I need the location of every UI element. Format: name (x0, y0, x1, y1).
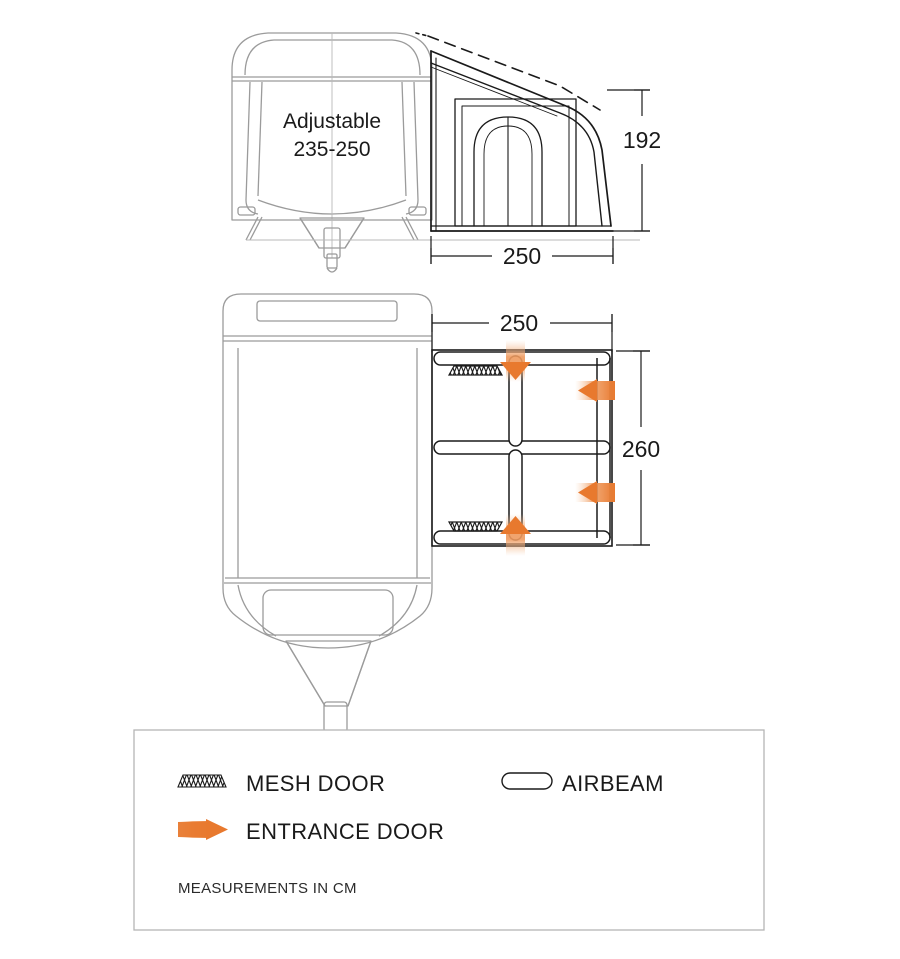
caravan-plan-outline (222, 293, 433, 733)
entrance-door-marker-top (500, 340, 531, 382)
plan-view: 250 260 (222, 293, 660, 733)
dimension-label-192: 192 (623, 127, 661, 153)
airbeam-icon (501, 772, 553, 790)
legend-panel: MESH DOOR AIRBEAM ENTRANCE DOOR MEASURE (133, 729, 765, 931)
mesh-door-icon (177, 774, 227, 788)
entrance-door-arrow-icon (178, 819, 228, 840)
airbeam-middle (433, 440, 611, 455)
awning-plan-view (431, 340, 615, 556)
dimension-label-250-plan: 250 (500, 310, 538, 336)
dimension-awning-height (607, 89, 650, 232)
dimension-label-250-elevation: 250 (503, 243, 541, 269)
legend-border (133, 729, 765, 931)
adjustable-label-line2: 235-250 (293, 138, 370, 161)
rear-elevation-view: Adjustable 235-250 (231, 32, 661, 273)
caravan-rear-outline (231, 32, 640, 273)
legend-label-entrance-door: ENTRANCE DOOR (246, 819, 444, 844)
entrance-door-marker-bottom (500, 514, 531, 556)
awning-side-view (415, 32, 614, 232)
dimension-awning-width-plan (616, 350, 650, 546)
legend-label-mesh-door: MESH DOOR (246, 771, 385, 796)
adjustable-label-line1: Adjustable (283, 110, 381, 133)
entrance-door-marker-right-lower (575, 481, 615, 504)
legend-item-airbeam: AIRBEAM (501, 771, 664, 796)
mesh-door-upper (447, 365, 504, 376)
legend-measurements-note: MEASUREMENTS IN CM (178, 880, 357, 897)
legend-label-airbeam: AIRBEAM (562, 771, 664, 796)
dimension-awning-depth-plan (431, 314, 613, 352)
legend-item-entrance-door: ENTRANCE DOOR (178, 819, 444, 844)
legend-item-mesh-door: MESH DOOR (177, 771, 385, 796)
dimension-label-260: 260 (622, 436, 660, 462)
dimension-awning-depth (430, 236, 614, 264)
adjustable-height-label: Adjustable 235-250 (283, 110, 381, 161)
mesh-door-lower (447, 521, 504, 532)
entrance-door-marker-right-upper (575, 379, 615, 402)
